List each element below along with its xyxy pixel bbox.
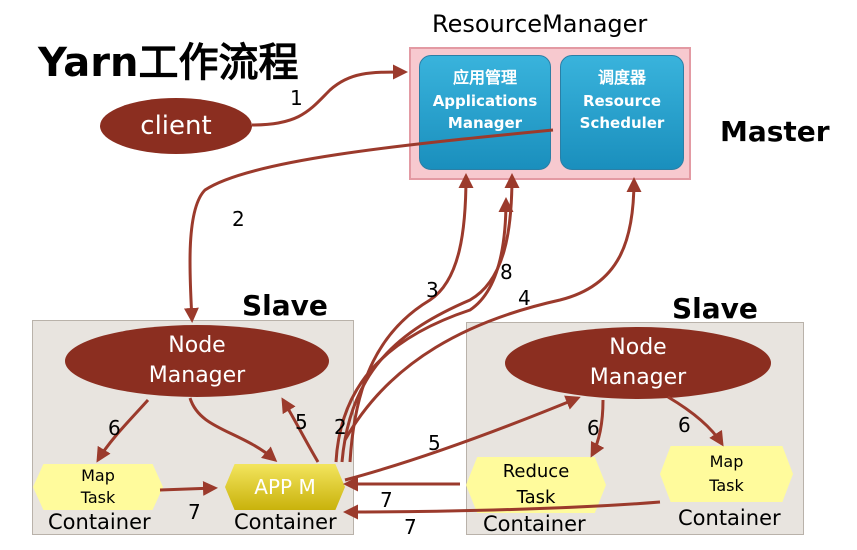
resource-scheduler: 调度器 Resource Scheduler bbox=[560, 55, 684, 170]
step-8: 8 bbox=[500, 260, 513, 284]
arrow-4 bbox=[343, 177, 642, 441]
step-4: 4 bbox=[518, 286, 531, 310]
step-6-right-a: 6 bbox=[587, 416, 600, 440]
resource-manager-title: ResourceManager bbox=[432, 10, 648, 38]
step-5-right: 5 bbox=[428, 431, 441, 455]
app-master-container-label: Container bbox=[234, 510, 337, 534]
arrow-5-left bbox=[281, 397, 320, 463]
reduce-container-label: Container bbox=[483, 512, 586, 536]
apps-manager-zh: 应用管理 bbox=[452, 68, 517, 87]
reduce-line1: Reduce bbox=[502, 461, 570, 482]
map-left-line2: Task bbox=[80, 488, 116, 507]
client-node: client bbox=[100, 98, 252, 154]
scheduler-zh: 调度器 bbox=[597, 68, 646, 87]
arrow-6-right-a bbox=[590, 399, 605, 458]
arrow-2b bbox=[334, 197, 514, 463]
reduce-line2: Task bbox=[516, 487, 556, 508]
arrow-2 bbox=[183, 128, 554, 323]
apps-manager-en1: Applications bbox=[432, 92, 538, 110]
step-7-left: 7 bbox=[188, 500, 201, 524]
nm-left-line1: Node bbox=[168, 333, 226, 358]
step-2: 2 bbox=[232, 207, 245, 231]
step-6-right-b: 6 bbox=[678, 413, 691, 437]
step-3: 3 bbox=[426, 278, 439, 302]
arrow-nm-appm bbox=[188, 397, 278, 462]
app-master-label: APP M bbox=[254, 475, 316, 499]
apps-manager-en2: Manager bbox=[447, 114, 523, 132]
arrow-1 bbox=[251, 64, 408, 127]
diagram-title: Yarn工作流程 bbox=[38, 40, 299, 86]
applications-manager: 应用管理 Applications Manager bbox=[419, 55, 551, 170]
scheduler-en2: Scheduler bbox=[579, 114, 665, 132]
app-master: APP M bbox=[225, 464, 345, 510]
nm-right-line2: Manager bbox=[589, 365, 687, 390]
step-5-left: 5 bbox=[295, 410, 308, 434]
step-6-left: 6 bbox=[108, 416, 121, 440]
map-left-container-label: Container bbox=[48, 510, 151, 534]
arrow-7-left bbox=[159, 480, 218, 496]
arrow-6-right-b bbox=[667, 395, 724, 447]
map-right-container-label: Container bbox=[678, 506, 781, 530]
step-1: 1 bbox=[290, 86, 303, 110]
step-7-map-right: 7 bbox=[404, 515, 417, 539]
map-right-line2: Task bbox=[709, 476, 744, 495]
arrow-8 bbox=[340, 173, 520, 463]
slave-label-left: Slave bbox=[242, 289, 328, 322]
step-7-reduce: 7 bbox=[380, 488, 393, 512]
map-left-line1: Map bbox=[81, 466, 115, 485]
slave-label-right: Slave bbox=[672, 292, 758, 325]
client-label: client bbox=[140, 111, 212, 141]
nm-left-line2: Manager bbox=[148, 363, 246, 388]
arrow-7-map-right bbox=[343, 500, 661, 520]
step-2-b: 2 bbox=[334, 415, 347, 439]
nm-right-line1: Node bbox=[609, 335, 667, 360]
master-label: Master bbox=[720, 115, 830, 148]
arrow-6-left bbox=[96, 398, 150, 463]
arrow-3 bbox=[348, 173, 474, 463]
map-right-line1: Map bbox=[709, 452, 744, 471]
arrow-5-right bbox=[344, 395, 581, 482]
scheduler-en1: Resource bbox=[582, 92, 662, 110]
